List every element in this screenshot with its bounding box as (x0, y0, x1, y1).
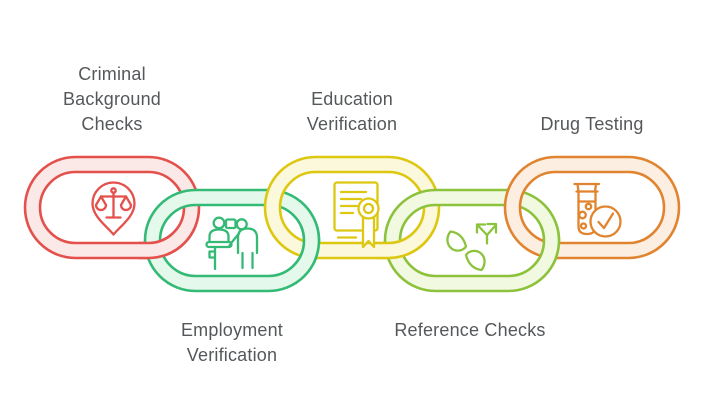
chain-link-employment (143, 188, 321, 293)
scales-pin-icon (91, 181, 136, 236)
phone-referral-icon (446, 222, 498, 272)
label-education-verification: Education Verification (306, 89, 398, 134)
label-employment-verification: Employment Verification (180, 320, 284, 365)
certificate-icon (333, 181, 380, 249)
test-tube-check-icon (573, 182, 622, 238)
label-criminal-background-checks: Criminal Background Checks (62, 64, 162, 134)
label-reference-checks: Reference Checks (394, 320, 546, 340)
interview-people-icon (205, 216, 259, 271)
label-drug-testing: Drug Testing (540, 114, 644, 134)
chain-link-reference (383, 188, 561, 293)
chain-link-drug (503, 155, 681, 260)
